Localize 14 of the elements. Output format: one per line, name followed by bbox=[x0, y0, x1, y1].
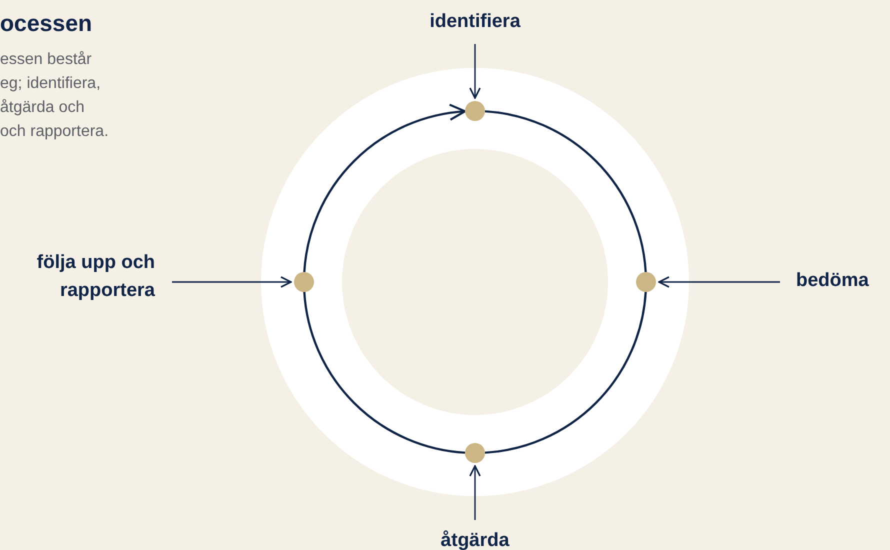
step-label: bedöma bbox=[796, 267, 869, 295]
step-label: följa upp och rapportera bbox=[0, 249, 155, 305]
description-text: åtgärda och bbox=[0, 98, 85, 118]
title: ocessen bbox=[0, 10, 92, 37]
cycle-arrow bbox=[303, 104, 466, 272]
arrow bbox=[469, 44, 481, 99]
description-text: eg; identifiera, bbox=[0, 74, 101, 94]
description-text: och rapportera. bbox=[0, 122, 109, 142]
description-text: essen består bbox=[0, 50, 92, 70]
step-label: identifiera bbox=[375, 8, 575, 36]
arrow bbox=[469, 465, 481, 520]
arrow bbox=[658, 276, 780, 288]
step-label: åtgärda bbox=[375, 527, 575, 550]
arrow bbox=[172, 276, 292, 288]
